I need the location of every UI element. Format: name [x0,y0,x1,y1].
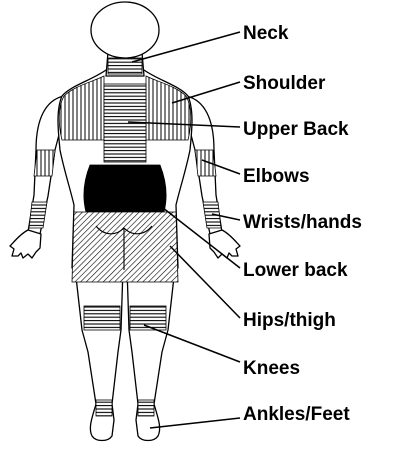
label-ankles-feet: Ankles/Feet [243,404,350,425]
label-knees: Knees [243,358,300,379]
label-lower-back: Lower back [243,260,348,281]
label-upper-back: Upper Back [243,119,349,140]
elbow-region-right [195,150,216,176]
label-elbows: Elbows [243,166,310,187]
head [91,2,159,58]
label-neck: Neck [243,23,289,44]
right-hand [209,230,240,258]
shoulder-region-left [59,76,104,140]
region-labels: Neck Shoulder Upper Back Elbows Wrists/h… [243,23,362,425]
left-hand [10,230,41,258]
ankle-region-left [96,400,112,416]
knee-region-left [84,306,120,330]
hips-thigh-region [72,212,178,282]
leader-line-hips-thigh [170,246,240,318]
label-hips-thigh: Hips/thigh [243,310,336,331]
right-leg [127,268,175,406]
wrist-region-left [29,202,47,228]
elbow-region-left [34,150,55,176]
label-wrists-hands: Wrists/hands [243,212,362,233]
shoulder-region-right [146,76,191,140]
leader-line-ankles-feet [150,418,240,428]
left-leg [75,268,123,406]
ankle-region-right [138,400,154,416]
label-shoulder: Shoulder [243,73,326,94]
lower-back-region [84,165,166,217]
